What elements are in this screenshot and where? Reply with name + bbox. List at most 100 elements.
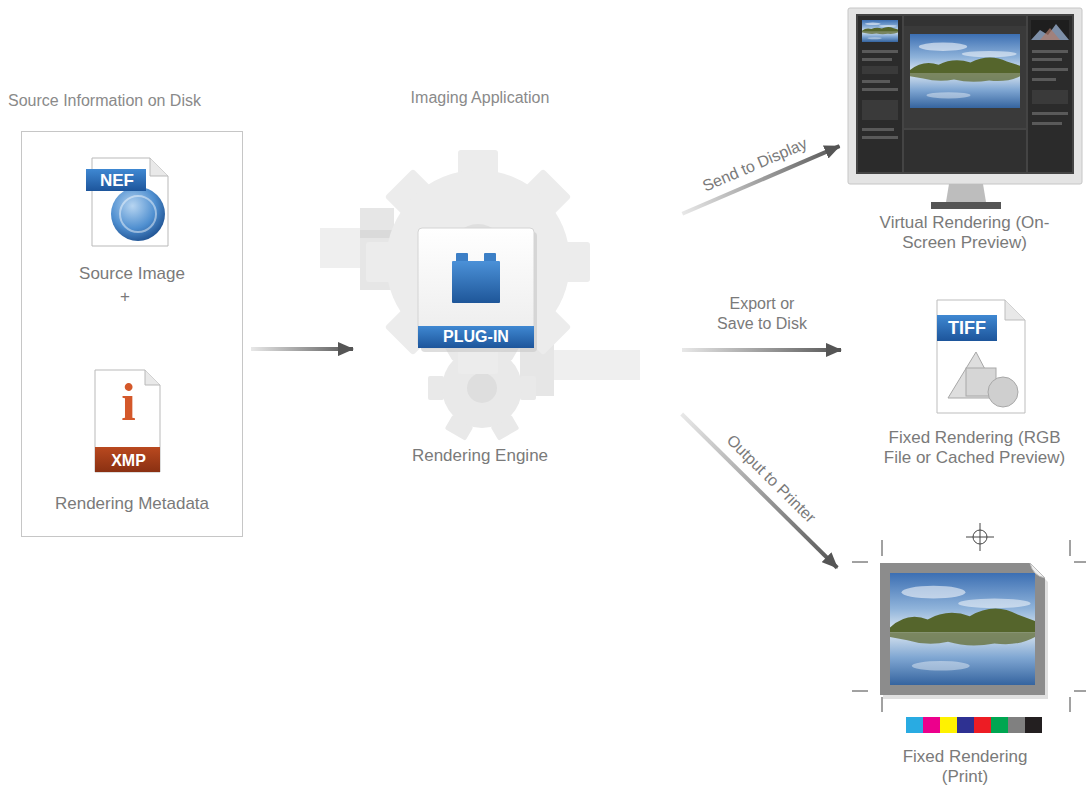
monitor-illustration <box>848 8 1082 209</box>
lens-ring <box>120 196 156 232</box>
edge-label: Export or Save to Disk <box>713 294 809 334</box>
print-shadow <box>883 567 1048 699</box>
panel-row <box>862 58 892 61</box>
panel-row <box>1032 68 1068 71</box>
gear-hub <box>467 373 497 403</box>
plugin-banner <box>418 326 534 348</box>
flow-arrow <box>682 414 838 568</box>
color-patch <box>940 717 957 733</box>
brick <box>452 261 500 303</box>
panel-row <box>1032 112 1068 115</box>
toolbar <box>904 16 1026 26</box>
print-illustration <box>852 523 1086 733</box>
file-output: TIFF Fixed Rendering (RGB File or Cached … <box>855 290 1085 475</box>
crop-marks <box>852 540 1086 712</box>
info-glyph: i <box>96 374 161 432</box>
metadata-file-item: iXMP Rendering Metadata <box>32 357 234 522</box>
panel-row <box>862 136 898 139</box>
file-tag-banner <box>937 315 997 341</box>
page-curl <box>1030 563 1045 578</box>
page-fold <box>1005 300 1025 320</box>
color-patch <box>906 717 923 733</box>
large-gear <box>366 150 590 374</box>
output-caption: Fixed Rendering (Print) <box>890 747 1040 787</box>
thumbnail <box>862 20 898 42</box>
panel-row <box>862 80 890 83</box>
file-tag-banner <box>86 169 146 191</box>
right-panel <box>1028 16 1072 172</box>
display-output: Virtual Rendering (On-Screen Preview) <box>845 5 1083 255</box>
panel-row <box>1032 50 1068 53</box>
plugin-icon <box>418 228 537 352</box>
monitor-neck <box>946 184 986 202</box>
item-caption: Rendering Metadata <box>32 494 232 514</box>
section-heading: Source Information on Disk <box>8 92 201 110</box>
color-patch <box>991 717 1008 733</box>
item-caption: Source Image <box>32 264 232 284</box>
file-page <box>95 370 160 472</box>
gear-tooth <box>520 376 536 400</box>
color-patch <box>974 717 991 733</box>
circle-shape <box>988 377 1018 407</box>
edge-label: Output to Printer <box>722 431 820 528</box>
section-heading: Imaging Application <box>355 89 605 107</box>
page-fold <box>150 158 168 176</box>
panel-row <box>1032 122 1062 125</box>
rendering-engine: Imaging ApplicationPLUG-IN Rendering Engi… <box>355 80 607 470</box>
plus-sign: + <box>105 287 145 307</box>
gear-tooth <box>428 376 444 400</box>
print-output: Fixed Rendering (Print) <box>850 525 1085 789</box>
nef-file-icon <box>86 158 168 246</box>
filmstrip <box>904 130 1026 172</box>
screen <box>856 14 1074 174</box>
tiff-file-icon <box>937 300 1025 413</box>
xmp-file-icon <box>95 370 160 472</box>
file-type-tag: XMP <box>96 448 161 473</box>
preview-photo <box>910 34 1020 108</box>
lens-emblem <box>111 187 165 241</box>
color-patch <box>957 717 974 733</box>
panel-row <box>862 88 898 91</box>
panel-row <box>1032 90 1068 104</box>
tile <box>418 228 534 348</box>
gear-body <box>386 170 570 354</box>
monitor-foot <box>931 202 1001 209</box>
connectors <box>251 146 841 568</box>
printed-photo <box>890 573 1035 685</box>
left-panel <box>858 16 902 172</box>
file-type-tag: NEF <box>87 170 147 192</box>
histogram-curve <box>1031 24 1069 40</box>
file-tag-banner <box>95 447 160 472</box>
panel-row <box>862 128 894 131</box>
print-border <box>880 563 1045 695</box>
color-patch <box>923 717 940 733</box>
panel-row <box>1032 58 1062 61</box>
color-patch <box>1008 717 1025 733</box>
panel-row <box>862 100 898 120</box>
histogram-curve <box>1040 28 1060 40</box>
file-page <box>937 300 1025 413</box>
panel-row <box>862 50 898 53</box>
edge-label: Send to Display <box>699 134 810 197</box>
image-area <box>904 26 1026 128</box>
raw-file-item: NEF Source Image <box>32 152 234 287</box>
output-caption: Fixed Rendering (RGB File or Cached Prev… <box>882 428 1067 468</box>
page-fold <box>145 370 160 385</box>
registration-cross <box>966 523 994 551</box>
gear-machinery <box>320 150 640 441</box>
coupler-band <box>360 230 394 238</box>
engine-caption: Rendering Engine <box>355 446 605 466</box>
panel-row <box>862 66 898 74</box>
color-patch <box>1025 717 1042 733</box>
panel-row <box>1032 78 1056 81</box>
histogram <box>1031 20 1069 40</box>
file-type-tag: TIFF <box>937 315 997 341</box>
plugin-tag: PLUG-IN <box>418 326 534 348</box>
flow-arrow <box>682 348 841 352</box>
flow-arrow <box>251 347 353 351</box>
storage-frame: Source Information on DiskNEFSource Imag… <box>21 131 243 537</box>
